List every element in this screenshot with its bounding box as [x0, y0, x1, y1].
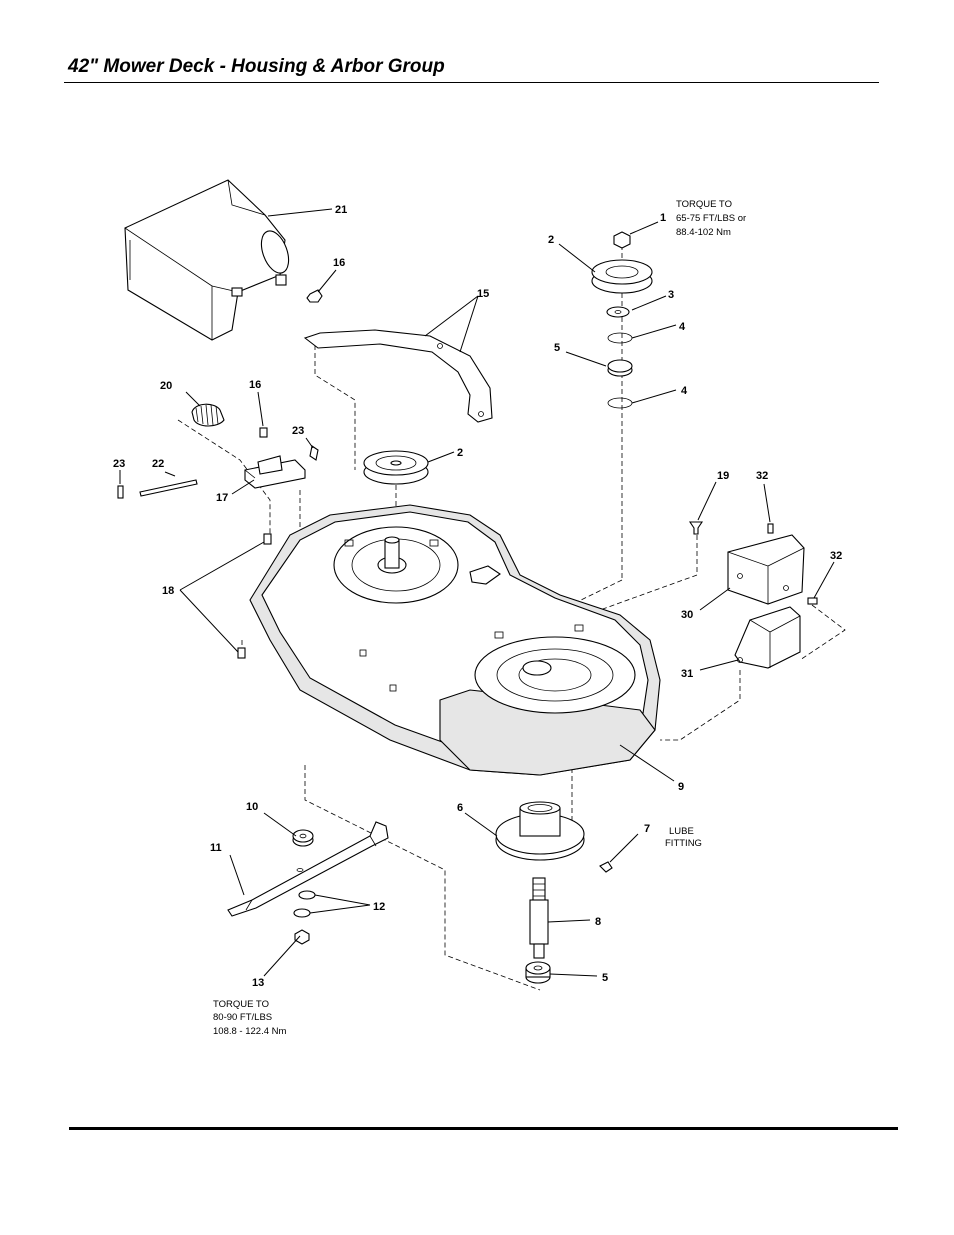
callout-20: 20: [160, 380, 172, 392]
callout-1: 1: [660, 212, 666, 224]
callout-5-upper: 5: [554, 342, 560, 354]
bolt-18-top: [263, 533, 272, 545]
torque-note-top-line-1: TORQUE TO: [676, 199, 732, 210]
callout-16-mid: 16: [249, 379, 261, 391]
page-title: 42" Mower Deck - Housing & Arbor Group: [68, 56, 445, 77]
title-divider: [64, 82, 879, 83]
callout-21: 21: [335, 204, 347, 216]
torque-note-bottom-line-1: TORQUE TO: [213, 999, 269, 1010]
callout-16-top: 16: [333, 257, 345, 269]
callout-8: 8: [595, 916, 601, 928]
torque-note-bottom-line-2: 80-90 FT/LBS: [213, 1012, 272, 1023]
lube-fitting-7: [599, 861, 613, 873]
bracket-17: [244, 455, 306, 489]
spindle-stack-top: [591, 231, 653, 409]
torque-note-top: TORQUE TO 65-75 FT/LBS or 88.4-102 Nm: [676, 199, 746, 238]
callout-32-right: 32: [830, 550, 842, 562]
bolt-18-bottom: [237, 647, 246, 659]
callout-3: 3: [668, 289, 674, 301]
grass-chute: [124, 179, 290, 341]
callout-7: 7: [644, 823, 650, 835]
callout-10: 10: [246, 801, 258, 813]
callout-13: 13: [252, 977, 264, 989]
pin-23-right: [309, 445, 319, 461]
spring: [191, 403, 225, 427]
callout-12: 12: [373, 901, 385, 913]
bolt-19: [688, 521, 704, 535]
hex-nut-16-top: [306, 289, 323, 303]
callout-17: 17: [216, 492, 228, 504]
callout-15: 15: [477, 288, 489, 300]
callout-22: 22: [152, 458, 164, 470]
blade-group: [227, 821, 389, 945]
spindle-shaft-8: [529, 877, 549, 959]
callout-18: 18: [162, 585, 174, 597]
callout-31: 31: [681, 668, 693, 680]
bolt-32-right: [807, 597, 818, 605]
torque-note-top-line-2: 65-75 FT/LBS or: [676, 213, 746, 224]
belt-guard: [303, 329, 493, 423]
torque-note-bottom-line-3: 108.8 - 122.4 Nm: [213, 1026, 286, 1037]
pulley-2-center: [363, 450, 429, 485]
callout-4-lower: 4: [681, 385, 688, 397]
callout-4-upper: 4: [679, 321, 686, 333]
bolt-32-top: [767, 523, 774, 534]
callout-2-top: 2: [548, 234, 554, 246]
lube-fitting-note: LUBE FITTING: [665, 826, 702, 849]
callout-23-left: 23: [113, 458, 125, 470]
callout-19: 19: [717, 470, 729, 482]
pin-23-left: [117, 485, 124, 499]
callout-23-right: 23: [292, 425, 304, 437]
lube-note-line-2: FITTING: [665, 838, 702, 849]
callout-32-top: 32: [756, 470, 768, 482]
deck-housing: [249, 504, 661, 776]
lube-note-line-1: LUBE: [669, 826, 694, 837]
footer-divider: [69, 1127, 898, 1130]
callout-5-lower: 5: [602, 972, 608, 984]
callout-numbers: 21 16 15 20 16 23 23 22 17 18 2 1 2 3 4 …: [113, 204, 842, 989]
rod-22: [139, 479, 198, 497]
callout-2-center: 2: [457, 447, 463, 459]
bracket-31: [734, 606, 801, 669]
bolt-16: [259, 427, 268, 438]
torque-note-top-line-3: 88.4-102 Nm: [676, 227, 731, 238]
callout-6: 6: [457, 802, 463, 814]
callout-11: 11: [210, 842, 222, 854]
bearing-5-bottom: [525, 961, 551, 984]
torque-note-bottom: TORQUE TO 80-90 FT/LBS 108.8 - 122.4 Nm: [213, 999, 286, 1037]
spindle-housing-6: [495, 801, 585, 861]
leader-lines: [119, 208, 835, 977]
bracket-30: [727, 534, 805, 605]
callout-9: 9: [678, 781, 684, 793]
callout-30: 30: [681, 609, 693, 621]
